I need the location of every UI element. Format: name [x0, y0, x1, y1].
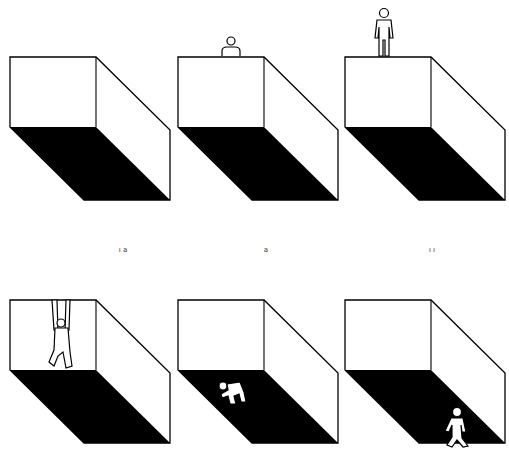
- panel-label: ı ı: [429, 246, 435, 254]
- panel-label: a: [264, 246, 268, 254]
- panel-label: ı a: [119, 246, 127, 254]
- box: [178, 300, 338, 443]
- box: [345, 57, 505, 200]
- peeking-figure: [222, 37, 240, 56]
- box: [345, 300, 505, 443]
- crouching-figure: [219, 382, 246, 404]
- box: [10, 57, 170, 200]
- walking-figure: [445, 408, 468, 448]
- box: [10, 300, 170, 443]
- hanging-figure: [49, 300, 72, 368]
- standing-figure: [375, 9, 393, 57]
- box: [178, 57, 338, 200]
